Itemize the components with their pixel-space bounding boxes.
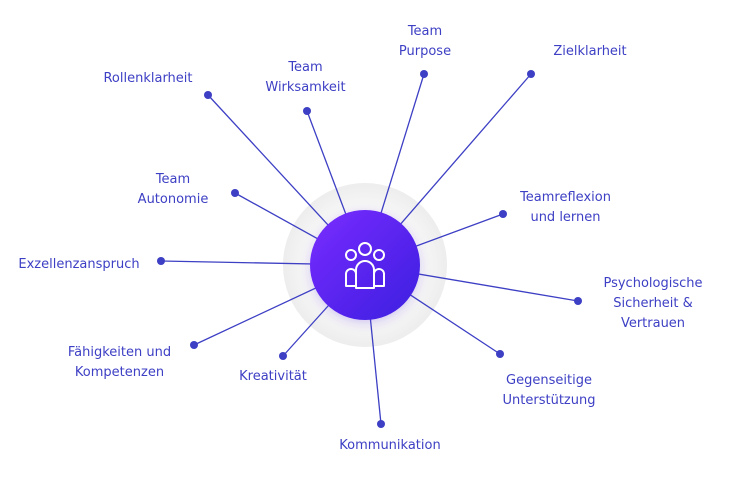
team-people-icon [345, 242, 385, 289]
spoke-label-team-purpose: Team Purpose [398, 24, 452, 59]
spoke-dot-psychologische-sicherheit [574, 297, 582, 305]
spoke-dot-team-autonomie [231, 189, 239, 197]
spoke-dot-team-wirksamkeit [303, 107, 311, 115]
spoke-dot-team-purpose [420, 70, 428, 78]
spoke-label-gegenseitige-unterstuetzung: Gegenseitige Unterstützung [502, 373, 596, 408]
spoke-dot-gegenseitige-unterstuetzung [496, 350, 504, 358]
spoke-label-kreativitaet: Kreativität [239, 369, 307, 384]
spoke-label-kommunikation: Kommunikation [339, 438, 441, 453]
spoke-dot-rollenklarheit [204, 91, 212, 99]
spoke-dot-kommunikation [377, 420, 385, 428]
spoke-label-psychologische-sicherheit: Psychologische Sicherheit & Vertrauen [603, 276, 703, 331]
spoke-dot-faehigkeiten [190, 341, 198, 349]
spoke-label-faehigkeiten: Fähigkeiten und Kompetenzen [67, 345, 172, 380]
spoke-label-team-autonomie: Team Autonomie [137, 172, 209, 207]
spoke-label-rollenklarheit: Rollenklarheit [103, 71, 193, 86]
spoke-label-zielklarheit: Zielklarheit [553, 44, 627, 59]
spoke-label-team-wirksamkeit: Team Wirksamkeit [265, 60, 346, 95]
spoke-label-teamreflexion: Teamreflexion und lernen [520, 190, 611, 225]
spoke-label-exzellenzanspruch: Exzellenzanspruch [18, 257, 140, 272]
spoke-dot-kreativitaet [279, 352, 287, 360]
hub-circle [310, 210, 420, 320]
spoke-dots [157, 70, 582, 428]
spoke-dot-exzellenzanspruch [157, 257, 165, 265]
spoke-dot-zielklarheit [527, 70, 535, 78]
spoke-dot-teamreflexion [499, 210, 507, 218]
